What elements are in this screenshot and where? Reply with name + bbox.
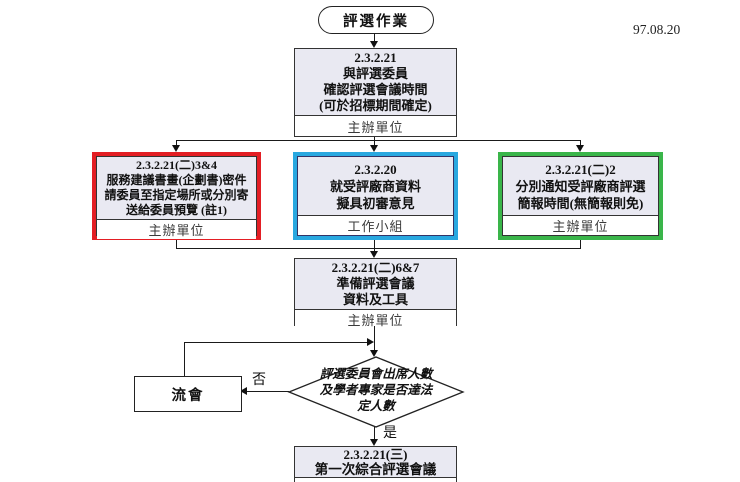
process-line: (可於招標期間確定) (319, 98, 432, 113)
highlight-frame-green: 2.3.2.21(二)2 分別通知受評廠商評選 簡報時間(無簡報則免) 主辦單位 (498, 152, 663, 240)
responsible-unit: 主辦單位 (97, 219, 256, 239)
process-line: 送給委員預覽 (註1) (126, 203, 227, 217)
revision-date: 97.08.20 (633, 22, 681, 37)
decision-text: 評選委員會出席人數 及學者專家是否達法 定人數 (296, 366, 456, 414)
connector-merge-stem (374, 249, 375, 252)
responsible-unit: 工作小組 (298, 215, 453, 235)
abort-box-label: 流會 (171, 387, 205, 404)
process-code: 2.3.2.21(三) (343, 447, 408, 462)
arrowhead-right-icon (367, 338, 374, 346)
arrowhead-down-icon (370, 145, 378, 152)
connector-merge-mid (374, 240, 375, 249)
process-box-prepare: 2.3.2.21(二)6&7 準備評選會議 資料及工具 主辦單位 (294, 258, 457, 329)
decision-line: 定人數 (357, 399, 395, 413)
process-box-final: 2.3.2.21(三) 第一次綜合評選會議 (294, 446, 457, 482)
connector-prepare-decision (374, 326, 375, 351)
process-box-review-body: 2.3.2.20 就受評廠商資料 擬具初審意見 (298, 157, 453, 215)
process-code: 2.3.2.21(二)3&4 (136, 158, 217, 172)
process-line: 請委員至指定場所或分別寄 (104, 188, 249, 202)
process-line: 分別通知受評廠商評選 (515, 178, 646, 194)
process-box-review: 2.3.2.20 就受評廠商資料 擬具初審意見 工作小組 (297, 156, 454, 236)
responsible-unit: 主辦單位 (503, 215, 658, 235)
highlight-frame-blue: 2.3.2.20 就受評廠商資料 擬具初審意見 工作小組 (293, 152, 458, 240)
decision-diamond (287, 356, 465, 428)
connector-merge-left (176, 240, 177, 249)
process-box-notify: 2.3.2.21(二)2 分別通知受評廠商評選 簡報時間(無簡報則免) 主辦單位 (502, 156, 659, 236)
process-box-final-body: 2.3.2.21(三) 第一次綜合評選會議 (295, 447, 456, 477)
process-box-proposal-body: 2.3.2.21(二)3&4 服務建議書畫(企劃書)密件 請委員至指定場所或分別… (97, 157, 256, 219)
arrowhead-down-icon (370, 251, 378, 258)
process-line: 確認評選會議時間 (323, 82, 428, 97)
yes-branch-label: 是 (383, 426, 397, 441)
highlight-frame-red: 2.3.2.21(二)3&4 服務建議書畫(企劃書)密件 請委員至指定場所或分別… (92, 152, 261, 240)
connector-branch-stem (374, 137, 375, 141)
connector-branch-right (580, 141, 581, 146)
arrowhead-down-icon (370, 439, 378, 446)
process-box-notify-body: 2.3.2.21(二)2 分別通知受評廠商評選 簡報時間(無簡報則免) (503, 157, 658, 215)
responsible-unit: 主辦單位 (295, 115, 456, 136)
connector-start-confirm (374, 33, 375, 42)
process-line: 資料及工具 (342, 292, 408, 307)
responsible-unit (295, 477, 456, 482)
start-node-label: 評選作業 (343, 13, 409, 30)
process-line: 準備評選會議 (336, 276, 415, 291)
no-branch-label: 否 (252, 373, 266, 388)
process-line: 擬具初審意見 (336, 195, 415, 211)
connector-loopback-riser (184, 342, 185, 376)
arrowhead-down-icon (370, 350, 378, 357)
decision-line: 及學者專家是否達法 (319, 383, 433, 397)
process-line: 就受評廠商資料 (329, 178, 421, 194)
connector-merge-bar (176, 248, 581, 249)
process-line: 第一次綜合評選會議 (314, 462, 437, 477)
arrowhead-down-icon (370, 41, 378, 48)
process-box-prepare-body: 2.3.2.21(二)6&7 準備評選會議 資料及工具 (295, 259, 456, 309)
connector-branch-bar (176, 140, 581, 141)
connector-decision-abort (247, 391, 289, 392)
process-box-confirm: 2.3.2.21 與評選委員 確認評選會議時間 (可於招標期間確定) 主辦單位 (294, 48, 457, 137)
start-node: 評選作業 (318, 6, 434, 34)
connector-loopback-bar (185, 342, 367, 343)
process-box-confirm-body: 2.3.2.21 與評選委員 確認評選會議時間 (可於招標期間確定) (295, 49, 456, 115)
responsible-unit: 主辦單位 (295, 309, 456, 329)
process-line: 服務建議書畫(企劃書)密件 (106, 173, 247, 187)
process-code: 2.3.2.21 (354, 50, 397, 65)
connector-branch-left (176, 141, 177, 146)
connector-branch-mid (374, 141, 375, 146)
process-code: 2.3.2.21(二)2 (545, 161, 616, 177)
arrowhead-down-icon (172, 145, 180, 152)
process-line: 簡報時間(無簡報則免) (517, 195, 644, 211)
decision-line: 評選委員會出席人數 (319, 367, 433, 381)
arrowhead-down-icon (576, 145, 584, 152)
process-code: 2.3.2.21(二)6&7 (331, 260, 420, 275)
process-code: 2.3.2.20 (354, 161, 397, 177)
connector-decision-final (374, 427, 375, 440)
connector-merge-right (580, 240, 581, 249)
process-box-proposal: 2.3.2.21(二)3&4 服務建議書畫(企劃書)密件 請委員至指定場所或分別… (96, 156, 257, 239)
process-line: 與評選委員 (342, 66, 408, 81)
abort-box: 流會 (134, 376, 242, 412)
arrowhead-left-icon (240, 387, 247, 395)
